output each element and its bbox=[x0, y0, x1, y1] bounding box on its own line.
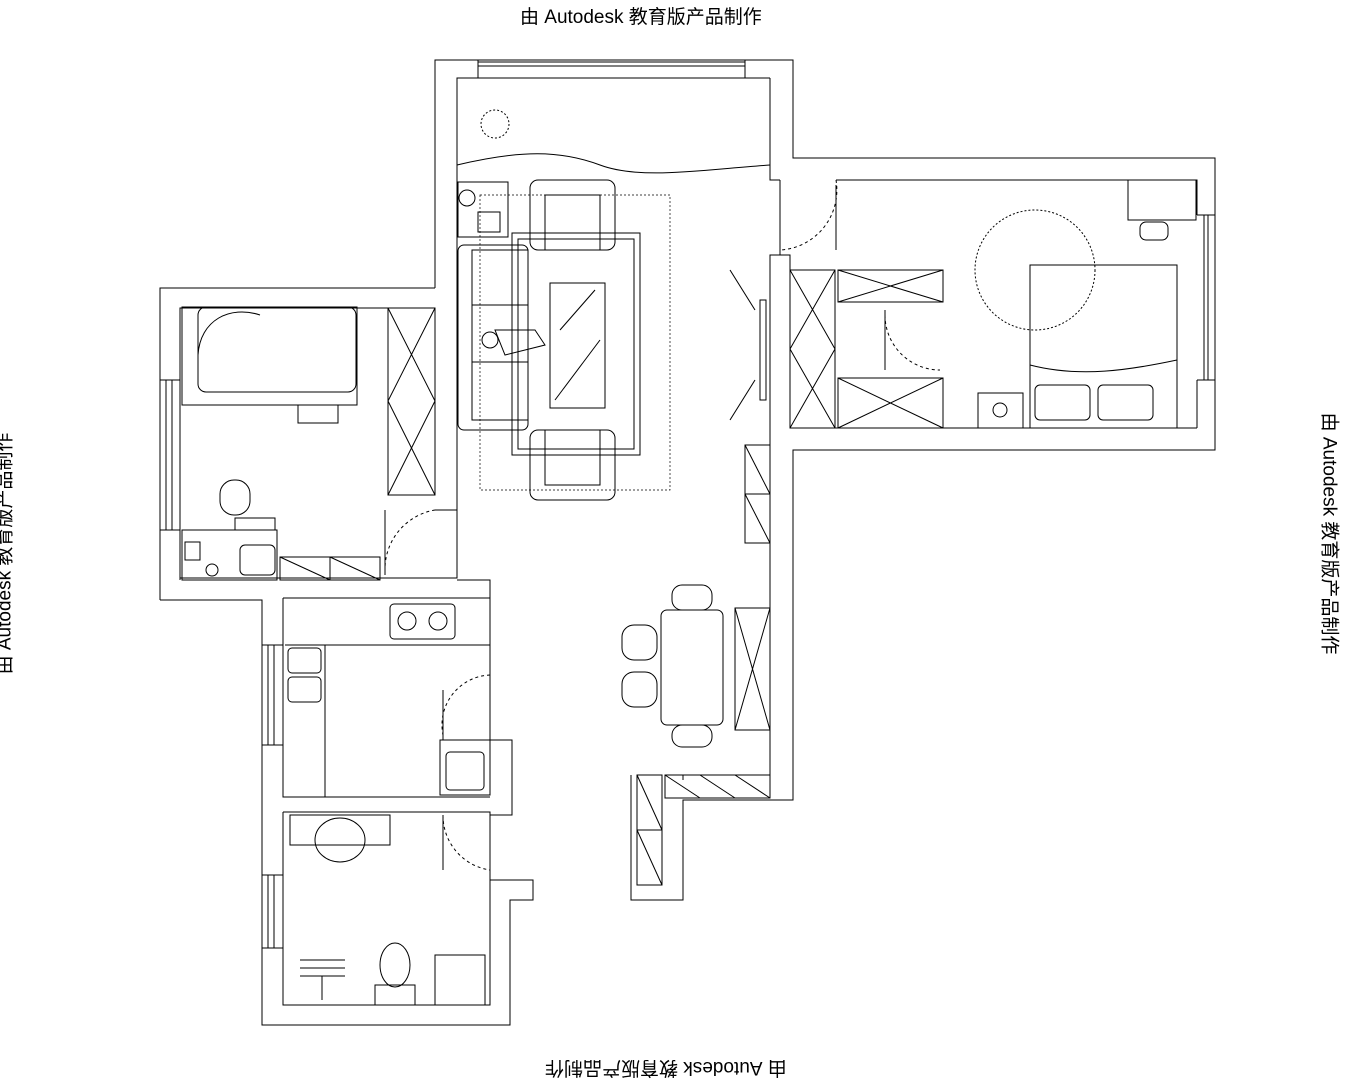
towel-rack bbox=[300, 959, 345, 1000]
balcony bbox=[456, 109, 771, 174]
study-bed bbox=[181, 306, 358, 581]
living-room-furniture bbox=[457, 179, 671, 501]
walls bbox=[159, 59, 1216, 1026]
doors bbox=[384, 179, 941, 871]
cabinets bbox=[279, 269, 944, 886]
dining-table bbox=[621, 584, 724, 748]
master-bedroom bbox=[974, 179, 1197, 429]
bathroom bbox=[289, 814, 486, 1006]
plant-icon bbox=[480, 109, 510, 139]
watermark-top: 由 Autodesk 教育版产品制作 bbox=[520, 7, 762, 28]
kitchen bbox=[285, 603, 491, 797]
